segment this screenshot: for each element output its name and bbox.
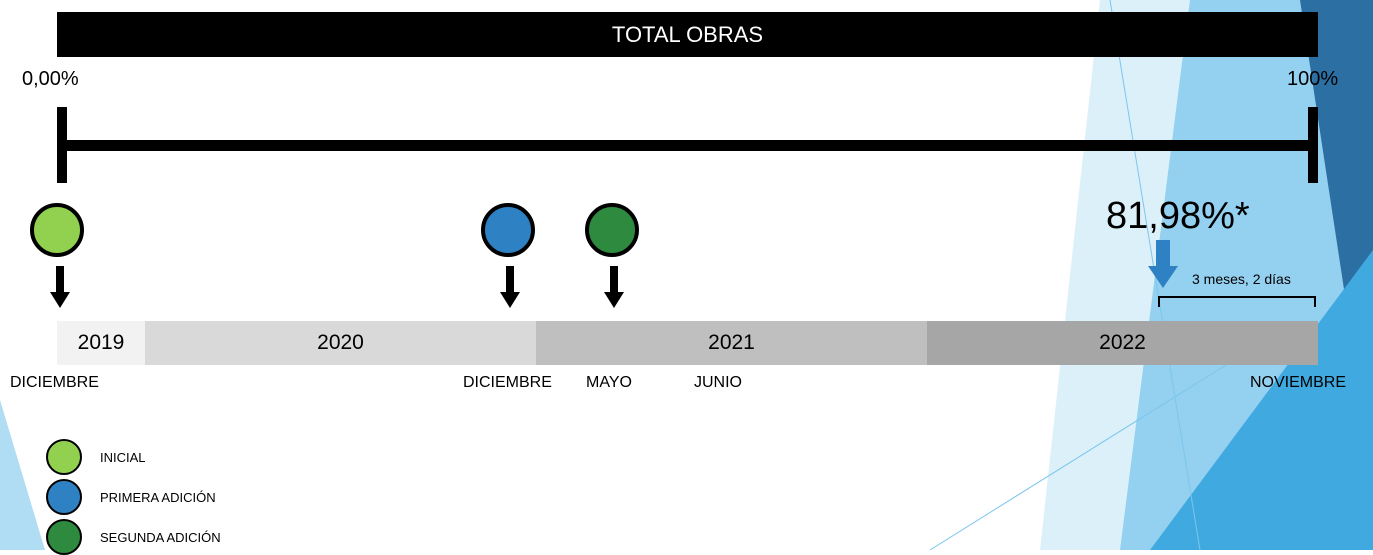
- legend-item-inicial: INICIAL: [46, 439, 146, 475]
- milestone-segunda-adicion-dot: [585, 203, 639, 257]
- legend-label: SEGUNDA ADICIÓN: [100, 529, 221, 545]
- milestone-inicial-dot: [30, 203, 84, 257]
- legend-item-primera-adicion: PRIMERA ADICIÓN: [46, 479, 216, 515]
- title-text: TOTAL OBRAS: [611, 21, 764, 47]
- year-2019: 2019: [57, 321, 145, 365]
- progress-percentage: 81,98%*: [1106, 195, 1250, 237]
- arrow-down-icon: [500, 266, 520, 308]
- arrow-down-icon: [50, 266, 70, 308]
- legend-label: INICIAL: [100, 449, 146, 465]
- month-diciembre-2020: DICIEMBRE: [463, 374, 552, 391]
- year-strip: 2019 2020 2021 2022: [57, 321, 1318, 365]
- scale-bar-right-cap: [1308, 107, 1318, 183]
- arrow-down-icon: [604, 266, 624, 308]
- remaining-duration: 3 meses, 2 días: [1192, 271, 1291, 287]
- deco-line-2: [929, 349, 1251, 550]
- legend-swatch: [46, 439, 82, 475]
- duration-bracket: [1158, 296, 1316, 307]
- deco-facet-left: [0, 400, 45, 550]
- scale-start-label: 0,00%: [22, 68, 79, 90]
- year-2022: 2022: [927, 321, 1318, 365]
- month-diciembre-2019: DICIEMBRE: [10, 374, 99, 391]
- month-mayo: MAYO: [586, 374, 632, 391]
- year-2021: 2021: [536, 321, 927, 365]
- milestone-primera-adicion-dot: [481, 203, 535, 257]
- title-bar: TOTAL OBRAS: [57, 12, 1318, 57]
- scale-bar-line: [57, 140, 1317, 151]
- year-2020: 2020: [145, 321, 536, 365]
- scale-bar: [57, 107, 1318, 183]
- scale-end-label: 100%: [1287, 68, 1339, 90]
- legend-label: PRIMERA ADICIÓN: [100, 489, 216, 505]
- month-noviembre: NOVIEMBRE: [1250, 374, 1347, 391]
- legend-swatch: [46, 479, 82, 515]
- progress-arrow-icon: [1148, 240, 1178, 288]
- month-junio: JUNIO: [694, 374, 742, 391]
